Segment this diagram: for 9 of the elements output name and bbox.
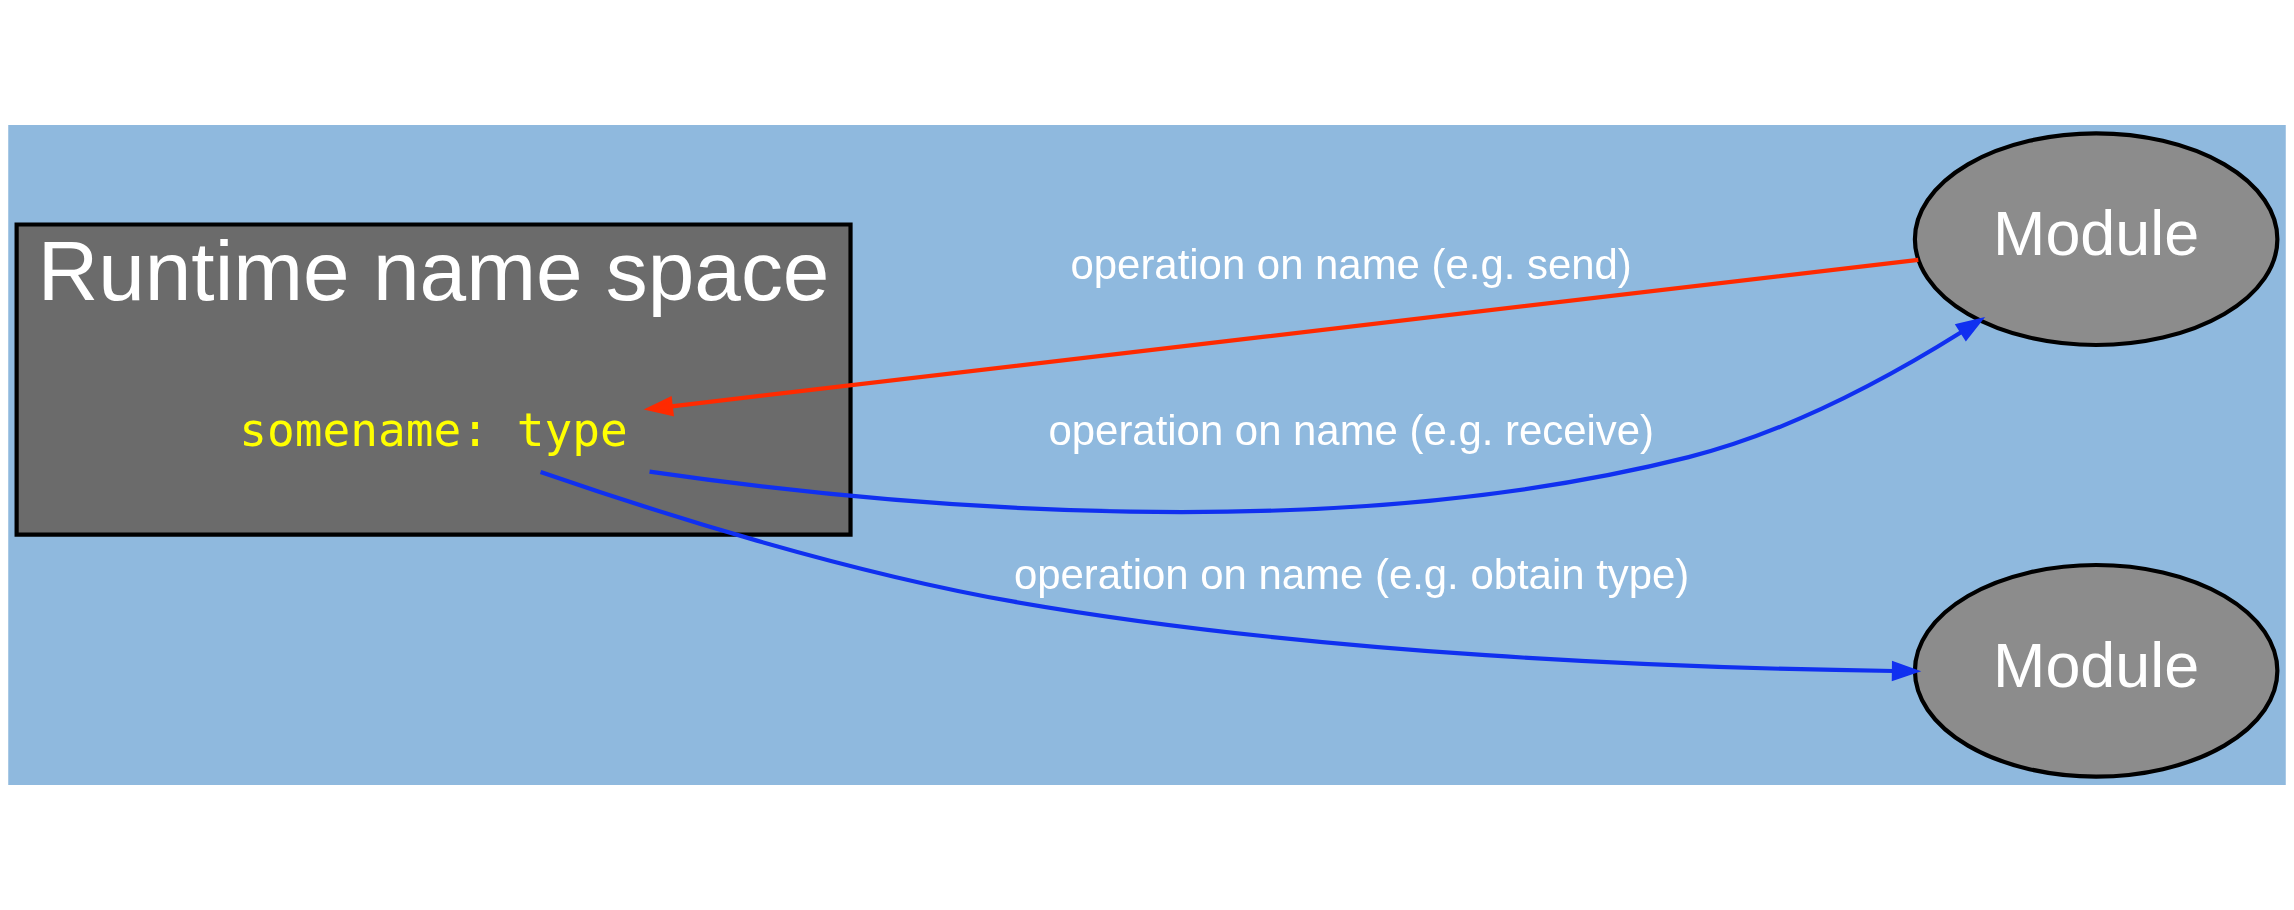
edge-label: operation on name (e.g. receive)	[1048, 406, 1654, 454]
edge-label: operation on name (e.g. obtain type)	[1013, 551, 1690, 599]
node-ellipse: Module	[1912, 562, 2280, 779]
edge-label: operation on name (e.g. send)	[1070, 241, 1632, 288]
arrow	[643, 257, 1919, 417]
node-ellipse: Module	[1912, 131, 2280, 348]
arrow	[649, 317, 1986, 514]
arrow	[539, 470, 1922, 682]
node-text: somename: type	[239, 402, 628, 457]
